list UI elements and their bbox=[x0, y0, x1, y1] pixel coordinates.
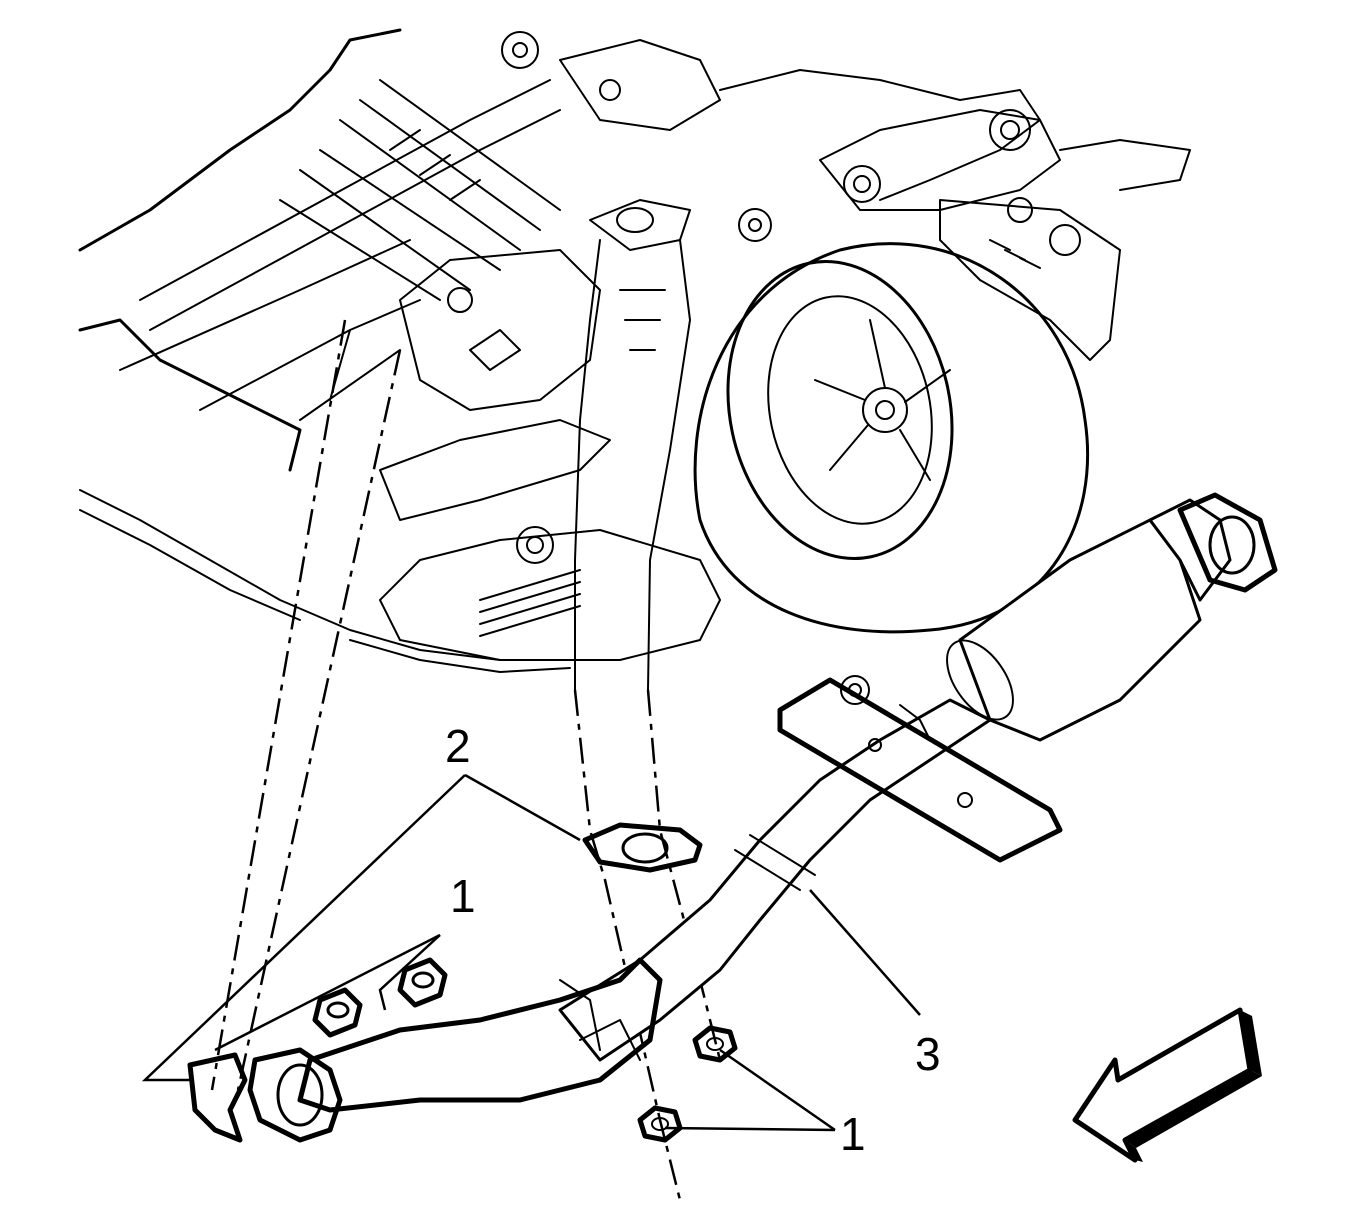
floor-slots bbox=[479, 569, 581, 637]
center-tunnel bbox=[574, 199, 691, 691]
vehicle-underbody bbox=[78, 28, 1191, 673]
callout-3-label: 3 bbox=[915, 1028, 941, 1080]
stud-left bbox=[312, 987, 363, 1038]
callout-1-bottom-label: 1 bbox=[840, 1108, 866, 1160]
leader-lines bbox=[141, 773, 921, 1132]
exhaust-seal bbox=[582, 822, 703, 873]
callout-1-top-label: 1 bbox=[450, 870, 476, 922]
rear-tire bbox=[693, 242, 1090, 634]
ribbed-panel bbox=[279, 79, 561, 301]
direction-arrow-icon bbox=[1072, 1007, 1262, 1163]
fasteners bbox=[312, 957, 738, 1143]
nut-lower-right bbox=[692, 1025, 738, 1063]
stud-right bbox=[397, 957, 448, 1008]
exhaust-pipe-assembly bbox=[187, 492, 1278, 1143]
callout-2-label: 2 bbox=[445, 720, 471, 772]
